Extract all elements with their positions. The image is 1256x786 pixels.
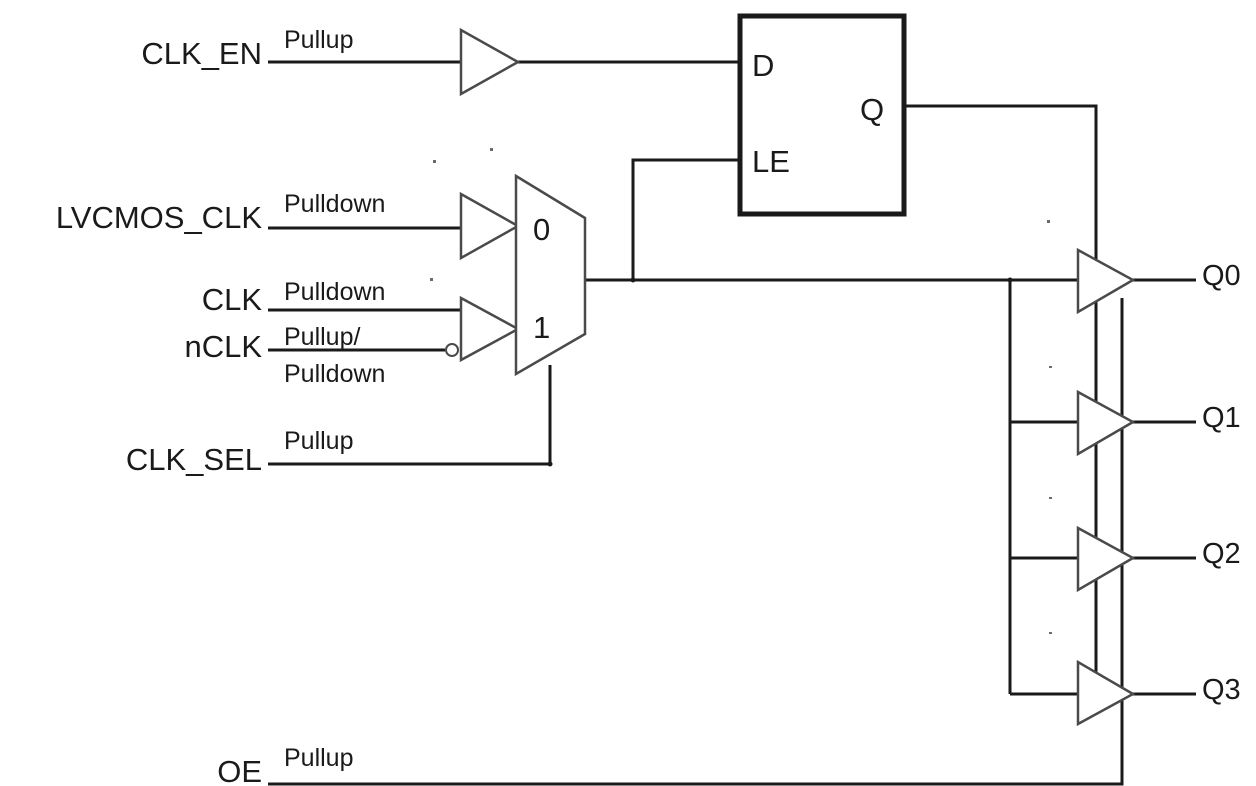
nclk-pull-label-line2: Pulldown — [284, 360, 385, 388]
wires — [268, 60, 1196, 786]
clk-en-buffer-symbol — [459, 27, 521, 97]
speck — [430, 278, 433, 281]
lvcmos-clk-pin-label: LVCMOS_CLK — [56, 200, 262, 235]
q0-output-buffer-symbol — [1076, 247, 1136, 315]
enable-latch-symbol — [737, 13, 907, 217]
q2-output-label: Q2 — [1202, 538, 1241, 570]
speck — [490, 148, 493, 151]
speck — [433, 160, 436, 163]
speck — [1047, 220, 1050, 223]
latch-d-label: D — [752, 48, 774, 83]
le-junction-dot — [630, 277, 636, 283]
oe-pin-label: OE — [217, 754, 262, 786]
q3-output-buffer-symbol — [1076, 659, 1136, 727]
clk-pin-label: CLK — [202, 282, 263, 317]
latch-le-label: LE — [752, 144, 790, 179]
clk-sel-pin-label: CLK_SEL — [126, 442, 262, 477]
nclk-pin-label: nCLK — [184, 329, 262, 364]
q2-output-buffer-symbol — [1076, 525, 1136, 593]
speck — [1049, 366, 1052, 368]
mux-input-1-label: 1 — [533, 310, 550, 345]
inverting-input-bubble — [445, 343, 459, 357]
latch-q-label: Q — [860, 92, 884, 127]
speck — [1049, 497, 1052, 499]
speck — [1049, 632, 1052, 634]
q1-output-label: Q1 — [1202, 402, 1241, 434]
q0-output-label: Q0 — [1202, 260, 1241, 292]
nclk-pull-label-line1: Pullup/ — [284, 323, 360, 351]
oe-wire — [268, 298, 1124, 786]
clock-mux-symbol — [514, 173, 587, 377]
q1-output-buffer-symbol — [1076, 389, 1136, 457]
differential-clk-buffer-symbol — [459, 295, 521, 363]
clk-en-pin-label: CLK_EN — [141, 36, 262, 71]
q-enable-wire — [905, 104, 1098, 298]
oe-pull-label: Pullup — [284, 744, 354, 772]
lvcmos-clk-pull-label: Pulldown — [284, 190, 385, 218]
lvcmos-clk-buffer-symbol — [459, 191, 521, 261]
le-wire — [631, 158, 740, 280]
distribution-junction-dot — [1007, 277, 1013, 283]
scan-specks — [430, 148, 1052, 634]
clk-pull-label: Pulldown — [284, 278, 385, 306]
clk-sel-junction-dot — [547, 461, 553, 467]
q3-output-label: Q3 — [1202, 674, 1241, 706]
clk-en-pull-label: Pullup — [284, 26, 354, 54]
clk-sel-pull-label: Pullup — [284, 427, 354, 455]
mux-input-0-label: 0 — [533, 212, 550, 247]
